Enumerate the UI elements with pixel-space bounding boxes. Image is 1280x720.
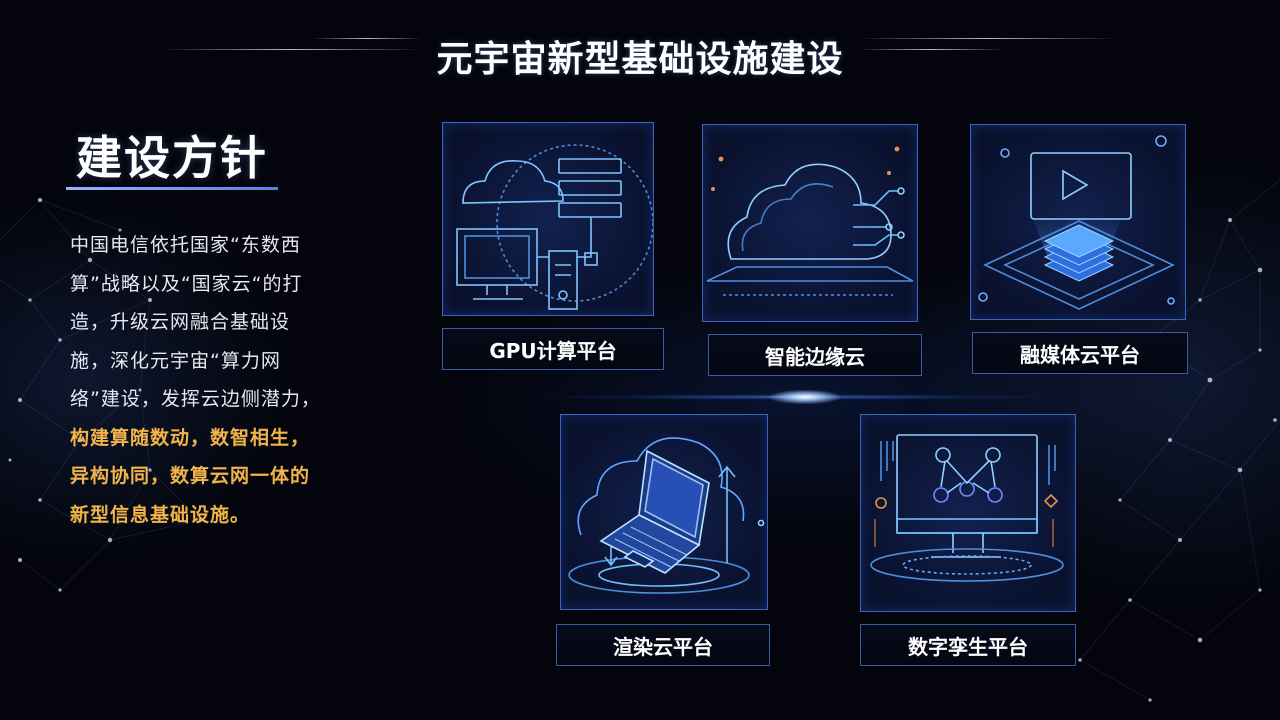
card-image	[860, 414, 1076, 612]
cloud-computer-server-icon	[456, 144, 653, 310]
card-label: GPU计算平台	[442, 328, 664, 370]
card-image	[560, 414, 768, 610]
card-label: 智能边缘云	[708, 334, 922, 376]
laptop-cloud-icon	[568, 437, 765, 594]
card-image	[442, 122, 654, 316]
glow-core	[770, 390, 840, 404]
card-label: 融媒体云平台	[972, 332, 1188, 374]
card-label: 渲染云平台	[556, 624, 770, 666]
description-text: 中国电信依托国家“东数西算”战略以及“国家云“的打造，升级云网融合基础设施，深化…	[70, 234, 321, 410]
card-label: 数字孪生平台	[860, 624, 1076, 666]
card-image	[970, 124, 1186, 320]
card-image	[702, 124, 918, 322]
section-description: 中国电信依托国家“东数西算”战略以及“国家云“的打造，升级云网融合基础设施，深化…	[70, 226, 328, 534]
description-highlight: 构建算随数动，数智相生，异构协同，数算云网一体的新型信息基础设施。	[70, 426, 311, 526]
page-title: 元宇宙新型基础设施建设	[436, 39, 844, 80]
circuit-cloud-icon	[706, 146, 914, 296]
media-play-stack-icon	[978, 135, 1175, 310]
section-title: 建设方针	[76, 131, 268, 185]
header: 元宇宙新型基础设施建设	[0, 26, 1280, 82]
monitor-network-icon	[870, 434, 1064, 582]
section-underline	[66, 187, 278, 190]
